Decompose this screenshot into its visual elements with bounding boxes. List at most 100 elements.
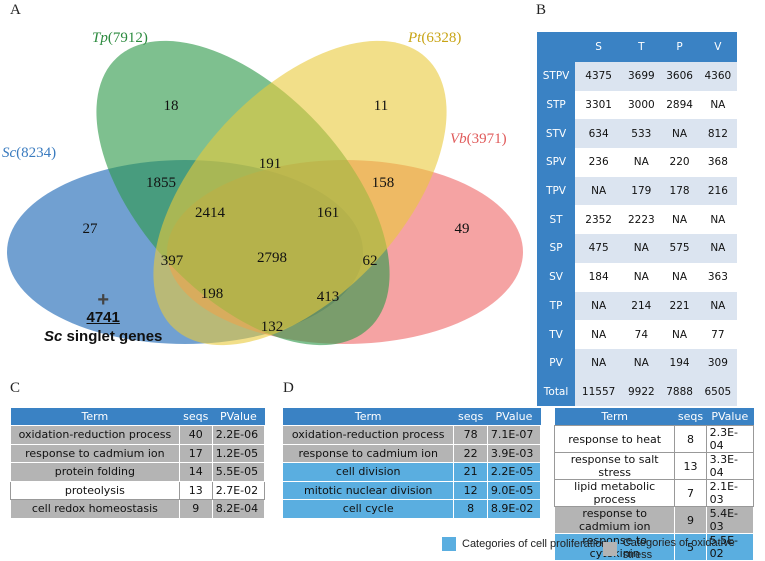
table-row: response to cytokinin55.5E-02	[553, 533, 755, 561]
table-b-cell: 221	[660, 291, 699, 321]
table-b-row-label: STV	[537, 119, 576, 149]
col-header: seqs	[674, 408, 707, 426]
col-header: Term	[10, 408, 180, 426]
table-b-cell: NA	[660, 262, 699, 292]
legend-label-oxidative: Categories of oxidative stress	[622, 537, 735, 561]
col-header: PValue	[487, 408, 541, 426]
region-tp-only: 18	[164, 98, 179, 114]
table-b-cell: 220	[660, 148, 699, 177]
table-b-cell: 236	[575, 148, 623, 177]
table-b-cell: NA	[575, 320, 623, 349]
singlet-annotation: + 4741 Sc singlet genes	[44, 289, 162, 346]
region-pt-only: 11	[374, 98, 388, 114]
table-b-cell: 309	[698, 348, 737, 378]
region-sc-tp: 1855	[146, 175, 176, 191]
table-b-col-header	[537, 32, 576, 62]
seqs-cell: 14	[178, 462, 213, 482]
term-cell: response to heat	[553, 425, 676, 453]
table-b-cell: 194	[660, 348, 699, 378]
table-b-cell: 3000	[622, 90, 661, 120]
table-b-cell: 2352	[575, 205, 623, 235]
table-b-cell: 7888	[660, 377, 699, 407]
plus-sign: +	[97, 289, 110, 311]
table-b-cell: 2894	[660, 90, 699, 120]
term-cell: cell redox homeostasis	[10, 499, 180, 519]
region-sc-pt: 397	[161, 253, 184, 269]
table-b-cell: NA	[622, 262, 661, 292]
panel-label-d: D	[283, 380, 294, 396]
table-b-col-header: T	[622, 32, 661, 62]
table-b-cell: NA	[698, 291, 737, 321]
pvalue-cell: 8.9E-02	[486, 499, 542, 519]
term-cell: cell cycle	[281, 499, 455, 519]
col-header: seqs	[453, 408, 488, 426]
region-sc-vb: 132	[261, 319, 284, 335]
region-all: 2798	[257, 250, 287, 266]
term-cell: protein folding	[10, 462, 180, 482]
region-sc-only: 27	[83, 221, 99, 237]
pvalue-cell: 8.2E-04	[211, 499, 266, 519]
term-cell: oxidation-reduction process	[10, 425, 180, 445]
table-b-cell: 3699	[622, 62, 661, 91]
legend-proliferation: Categories of cell proliferation	[442, 537, 608, 551]
region-tp-pt-vb: 161	[317, 205, 340, 221]
table-b-row-label: TPV	[537, 176, 576, 206]
col-header: PValue	[212, 408, 265, 426]
table-b-col-header: S	[575, 32, 623, 62]
pvalue-cell: 5.5E-05	[211, 462, 266, 482]
pvalue-cell: 3.3E-04	[705, 452, 755, 480]
table-b-cell: 3301	[575, 90, 623, 120]
table-b-cell: NA	[698, 90, 737, 120]
legend-swatch-oxidative	[603, 542, 617, 556]
table-b-cell: 9922	[622, 377, 661, 407]
term-cell: oxidation-reduction process	[281, 425, 455, 445]
region-sc-tp-vb: 413	[317, 289, 340, 305]
table-b-cell: 575	[660, 234, 699, 263]
table-b-cell: 77	[698, 320, 737, 349]
table-b-cell: 74	[622, 320, 661, 349]
table-b-cell: 533	[622, 119, 661, 149]
legend-label-proliferation: Categories of cell proliferation	[462, 538, 608, 550]
pvalue-cell: 3.9E-03	[486, 443, 542, 463]
table-b-row-label: TV	[537, 320, 576, 349]
table-b-row-label: SPV	[537, 148, 576, 177]
pvalue-cell: 5.4E-03	[705, 506, 755, 534]
term-cell: proteolysis	[10, 480, 180, 500]
col-header: PValue	[706, 408, 754, 426]
table-b-cell: NA	[698, 234, 737, 263]
region-vb-only: 49	[455, 221, 470, 237]
region-sc-tp-pt: 2414	[195, 205, 226, 221]
seqs-cell: 8	[453, 499, 488, 519]
region-sc-pt-vb: 198	[201, 286, 224, 302]
seqs-cell: 12	[453, 480, 488, 500]
table-b-row-label: SP	[537, 234, 576, 263]
table-b-cell: 634	[575, 119, 623, 149]
set-label-vb: Vb(3971)	[450, 131, 507, 147]
table-b-cell: 179	[622, 176, 661, 206]
singlet-count: 4741	[86, 309, 120, 326]
pvalue-cell: 2.2E-06	[211, 425, 266, 445]
table-b-col-header: V	[698, 32, 737, 62]
seqs-cell: 9	[178, 499, 213, 519]
table-b-cell: 4375	[575, 62, 623, 91]
panel-label-a: A	[10, 2, 21, 18]
seqs-cell: 40	[178, 425, 213, 445]
